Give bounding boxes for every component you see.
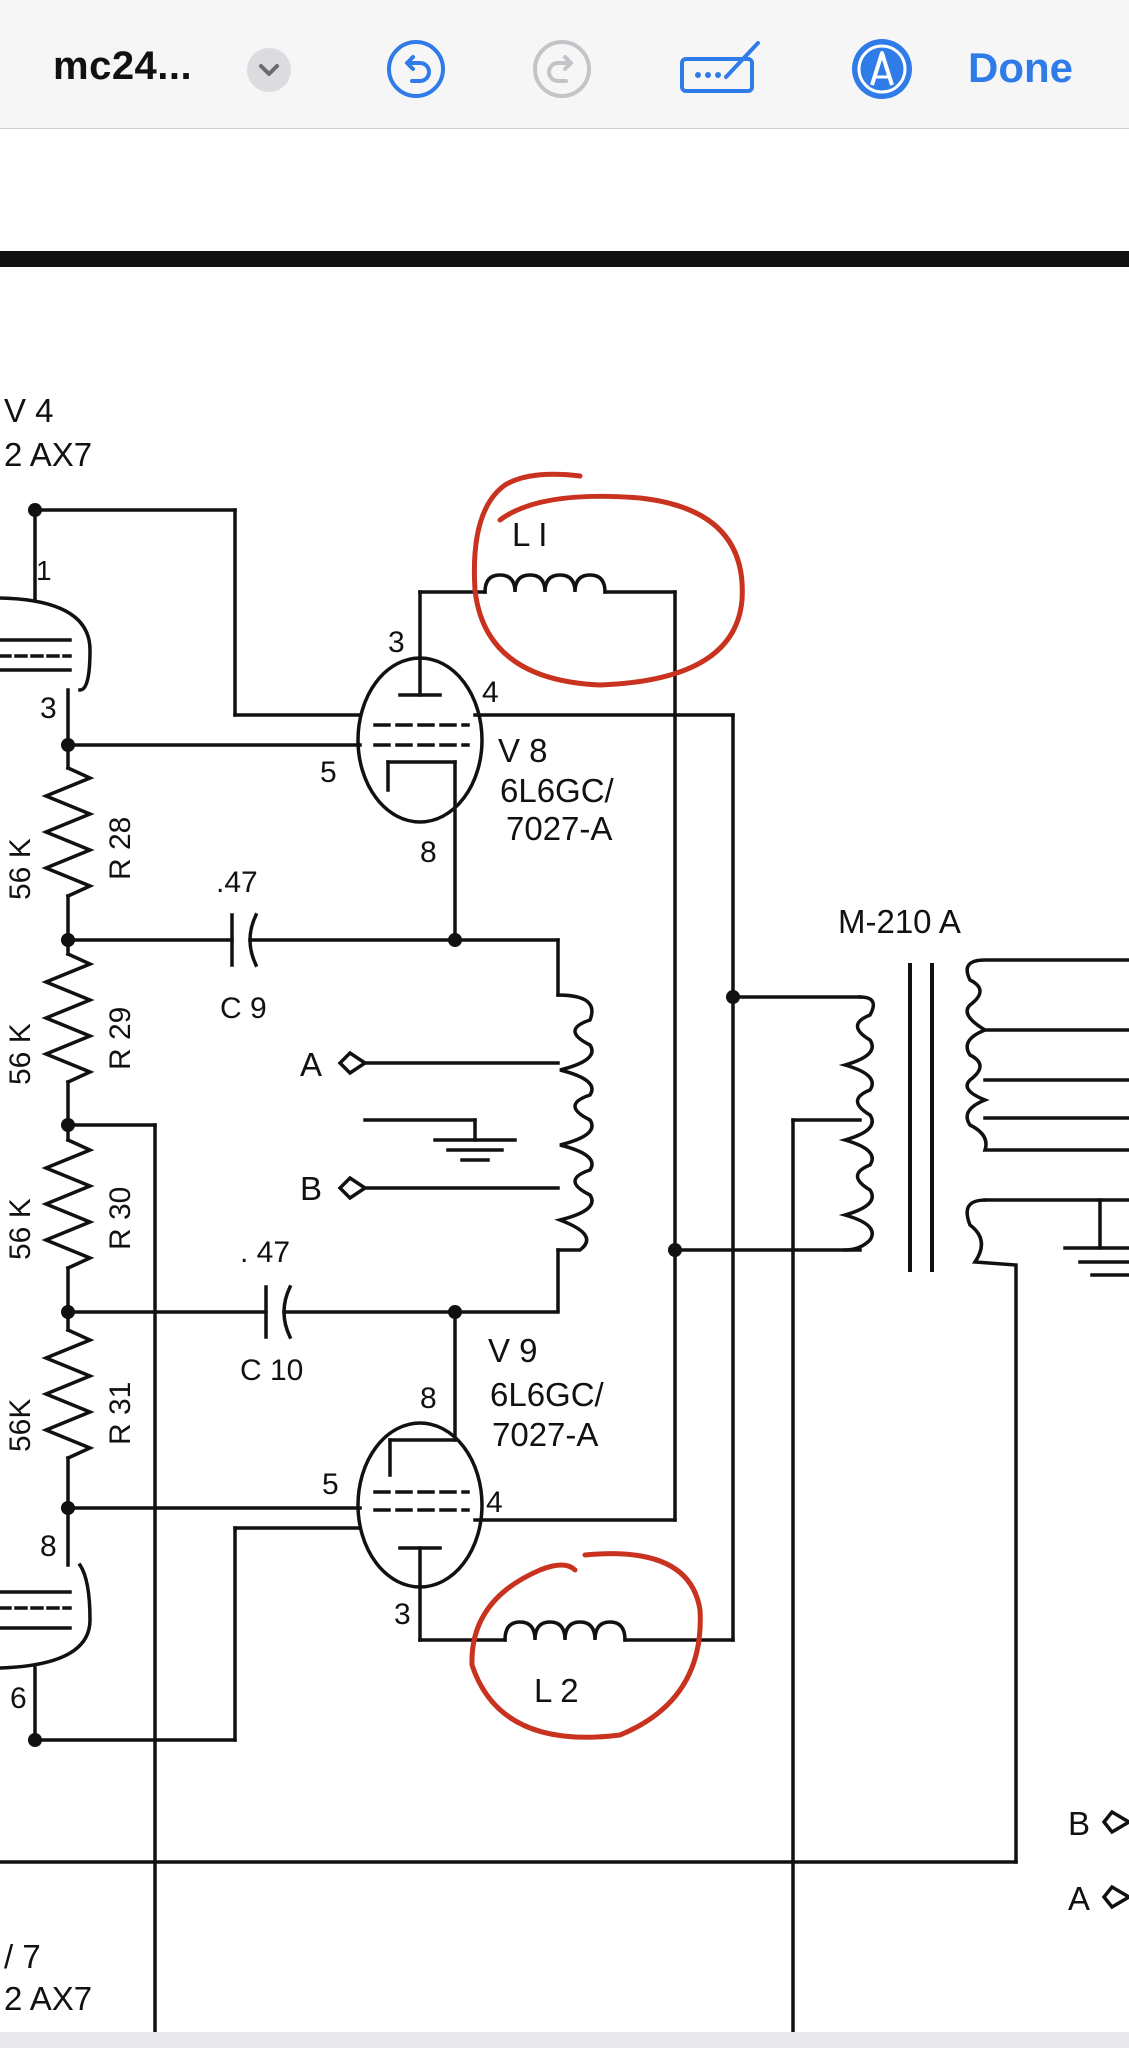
- r29-value: 56 K: [4, 1023, 37, 1085]
- document-title[interactable]: mc24...: [53, 44, 193, 88]
- pin-label: 3: [40, 692, 57, 725]
- toolbar: mc24... Done: [0, 0, 1129, 129]
- terminal-b-right-label: B: [1068, 1805, 1090, 1842]
- pin-label: 8: [40, 1530, 57, 1563]
- c10-value: . 47: [240, 1236, 290, 1269]
- pin-label: 5: [320, 756, 337, 789]
- junction-dots: [28, 503, 740, 1747]
- markup-circle-l2: [469, 1551, 703, 1740]
- r31-ref: R 31: [104, 1382, 137, 1445]
- v8-name: V 8: [498, 732, 548, 769]
- v8-type-2: 7027-A: [506, 810, 612, 847]
- schematic-diagram: V 4 2 AX7 1 3 3 4 5 8 V 8 6L6GC/ 7027-A …: [0, 251, 1129, 2034]
- v4-name: V 4: [4, 392, 54, 429]
- undo-icon[interactable]: [384, 37, 448, 101]
- v8-type-1: 6L6GC/: [500, 772, 615, 809]
- pin-label: 3: [394, 1598, 411, 1631]
- v9-type-2: 7027-A: [492, 1416, 598, 1453]
- redo-icon[interactable]: [530, 37, 594, 101]
- terminal-a-label: A: [300, 1046, 322, 1083]
- r28-value: 56 K: [4, 838, 37, 900]
- inductor-l1-label: L I: [512, 516, 547, 553]
- v4-type: 2 AX7: [4, 436, 92, 473]
- chevron-down-icon[interactable]: [247, 48, 291, 92]
- markup-circle-l1: [471, 471, 745, 688]
- pin-label: 4: [482, 676, 499, 709]
- done-button[interactable]: Done: [968, 44, 1073, 91]
- r30-ref: R 30: [104, 1187, 137, 1250]
- markup-pen-icon[interactable]: [850, 37, 914, 101]
- c9-ref: C 9: [220, 992, 267, 1025]
- transformer-label: M-210 A: [838, 903, 961, 940]
- pin-label: 4: [486, 1486, 503, 1519]
- r31-value: 56K: [4, 1399, 37, 1452]
- pin-label: 1: [36, 555, 52, 586]
- v7-name: / 7: [4, 1938, 41, 1975]
- pin-label: 8: [420, 836, 437, 869]
- inductor-l2-label: L 2: [534, 1672, 579, 1709]
- pin-label: 3: [388, 626, 405, 659]
- pin-label: 6: [10, 1682, 27, 1715]
- document-page: V 4 2 AX7 1 3 3 4 5 8 V 8 6L6GC/ 7027-A …: [0, 129, 1129, 2034]
- r30-value: 56 K: [4, 1198, 37, 1260]
- terminal-a-right-label: A: [1068, 1880, 1090, 1917]
- pin-label: 8: [420, 1382, 437, 1415]
- v7-type: 2 AX7: [4, 1980, 92, 2017]
- v9-name: V 9: [488, 1332, 538, 1369]
- bottom-edge: [0, 2032, 1129, 2048]
- terminal-b-label: B: [300, 1170, 322, 1207]
- r28-ref: R 28: [104, 817, 137, 880]
- signature-icon[interactable]: [678, 37, 768, 101]
- pin-label: 5: [322, 1468, 339, 1501]
- c10-ref: C 10: [240, 1354, 303, 1387]
- v9-type-1: 6L6GC/: [490, 1376, 605, 1413]
- c9-value: .47: [216, 866, 258, 899]
- r29-ref: R 29: [104, 1007, 137, 1070]
